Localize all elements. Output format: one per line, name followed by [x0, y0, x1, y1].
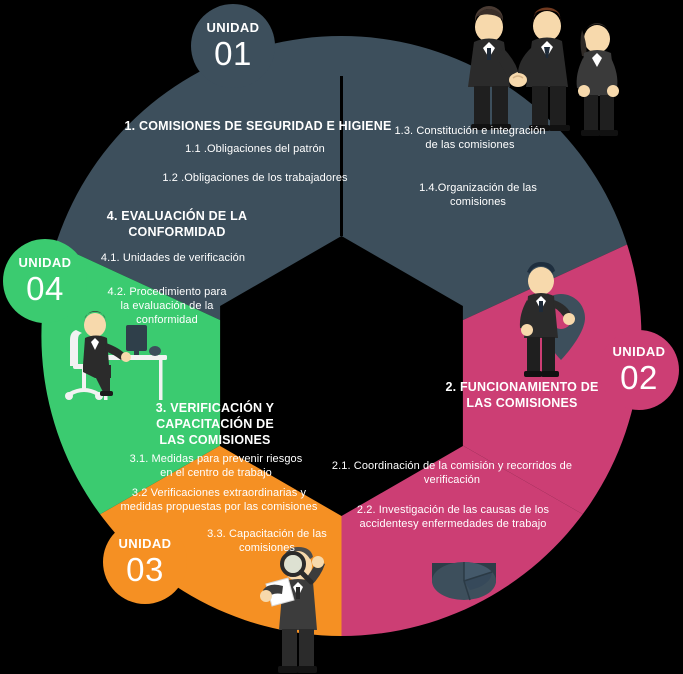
badge-unidad-01-number: 01 — [214, 34, 252, 72]
badge-unidad-03-word: UNIDAD — [118, 535, 172, 551]
badge-unidad-04-word: UNIDAD — [18, 254, 72, 270]
badge-unidad-02-number: 02 — [620, 358, 658, 396]
badge-unidad-02-word: UNIDAD — [612, 343, 666, 359]
badge-unidad-01[interactable]: UNIDAD 01 — [191, 4, 275, 88]
badge-unidad-03-number: 03 — [126, 550, 164, 588]
wedge-unit4-left[interactable] — [0, 191, 342, 606]
wedge-unit1-top-right[interactable] — [341, 0, 683, 376]
badge-unidad-03[interactable]: UNIDAD 03 — [103, 520, 187, 604]
badge-unidad-04[interactable]: UNIDAD 04 — [3, 239, 87, 323]
badge-unidad-01-word: UNIDAD — [206, 19, 260, 35]
badge-unidad-02[interactable]: UNIDAD 02 — [599, 330, 679, 410]
wedge-unit2-right[interactable] — [341, 191, 683, 606]
badge-unidad-04-number: 04 — [26, 269, 64, 307]
